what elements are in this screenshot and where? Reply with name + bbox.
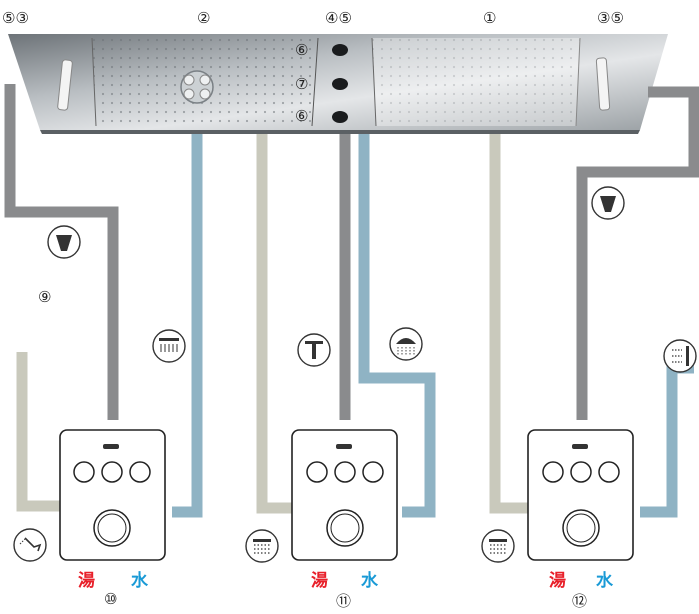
pipe-gray-v10 bbox=[4, 84, 119, 420]
nozzle-7 bbox=[332, 78, 348, 90]
label-2: ② bbox=[197, 9, 211, 27]
led-bar-left bbox=[57, 59, 73, 111]
valve-10-button-2 bbox=[101, 461, 123, 483]
mist-icon bbox=[481, 529, 515, 563]
valve-11-hot-label: 湯 bbox=[311, 571, 328, 591]
valve-11-button-1 bbox=[306, 461, 328, 483]
pipe-blue-v12 bbox=[640, 362, 694, 518]
valve-11-button-2 bbox=[334, 461, 356, 483]
label-9: ⑨ bbox=[38, 288, 52, 306]
valve-10 bbox=[59, 429, 166, 561]
pipe-beige-v10 bbox=[16, 352, 60, 512]
valve-11-dial bbox=[326, 509, 364, 547]
label-4-5: ④⑤ bbox=[325, 9, 352, 27]
waterfall-icon bbox=[47, 225, 81, 259]
label-6-bottom: ⑥ bbox=[295, 107, 309, 125]
valve-11-number: ⑪ bbox=[336, 592, 352, 610]
pipe-beige-v11 bbox=[256, 134, 292, 514]
valve-11-cold-label: 水 bbox=[361, 571, 378, 591]
hand-shower-icon bbox=[13, 528, 47, 562]
ceiling-panel bbox=[8, 34, 668, 134]
valve-12-number: ⑫ bbox=[572, 592, 588, 610]
valve-10-number: ⑩ bbox=[104, 590, 118, 608]
label-6-top: ⑥ bbox=[295, 41, 309, 59]
valve-11 bbox=[291, 429, 398, 561]
label-3-5: ③⑤ bbox=[597, 9, 624, 27]
mist-icon bbox=[245, 529, 279, 563]
pipe-gray-v12 bbox=[576, 86, 699, 420]
led-bar-right bbox=[595, 57, 611, 111]
mist-nozzle bbox=[180, 70, 214, 104]
shower-head-icon bbox=[389, 327, 423, 361]
nozzle-6b bbox=[332, 111, 348, 123]
valve-12 bbox=[527, 429, 634, 561]
valve-12-hot-label: 湯 bbox=[549, 571, 566, 591]
valve-12-button-3 bbox=[598, 461, 620, 483]
pipe-blue-v10 bbox=[172, 134, 203, 518]
pipe-beige-v12 bbox=[489, 134, 528, 514]
rain-shower-icon bbox=[152, 329, 186, 363]
valve-12-cold-label: 水 bbox=[596, 571, 613, 591]
valve-10-button-3 bbox=[129, 461, 151, 483]
valve-10-button-1 bbox=[73, 461, 95, 483]
label-7: ⑦ bbox=[295, 75, 309, 93]
valve-10-cold-label: 水 bbox=[131, 571, 148, 591]
tap-icon bbox=[297, 333, 331, 367]
nozzle-6a bbox=[332, 44, 348, 56]
valve-10-dial bbox=[93, 509, 131, 547]
valve-10-hot-label: 湯 bbox=[78, 571, 95, 591]
valve-12-button-2 bbox=[570, 461, 592, 483]
pipe-blue-v11 bbox=[358, 134, 436, 518]
valve-12-button-1 bbox=[542, 461, 564, 483]
waterfall-icon bbox=[591, 186, 625, 220]
label-1: ① bbox=[483, 9, 497, 27]
label-5-3: ⑤③ bbox=[2, 9, 29, 27]
valve-11-button-3 bbox=[362, 461, 384, 483]
valve-12-dial bbox=[562, 509, 600, 547]
body-jet-icon bbox=[663, 339, 697, 373]
